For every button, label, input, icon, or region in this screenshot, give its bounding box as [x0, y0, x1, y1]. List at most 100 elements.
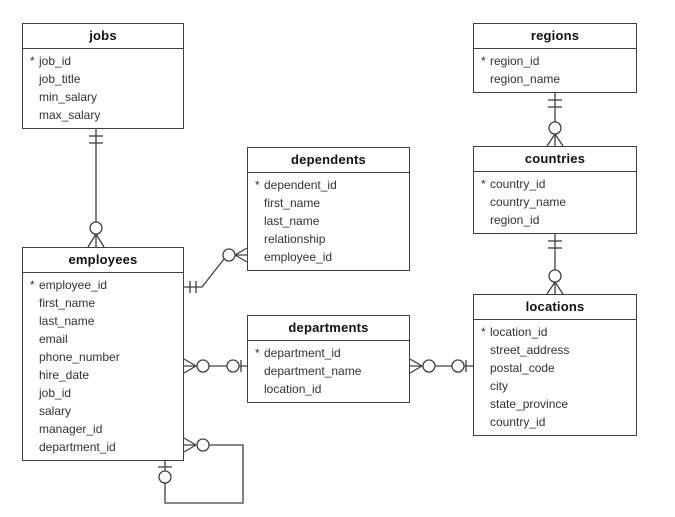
cardinality-zero-circle — [548, 269, 562, 283]
entity-countries[interactable]: countries * country_id country_name regio… — [473, 146, 637, 234]
field-row: last_name — [30, 312, 177, 330]
field-row: country_id — [481, 413, 630, 431]
edge-countries-locations — [546, 234, 564, 295]
edge-employees-departments — [183, 358, 247, 374]
field-name: region_id — [490, 213, 540, 227]
edge-employees-dependents — [184, 247, 248, 293]
field-name: region_name — [490, 72, 561, 86]
entity-jobs-title: jobs — [23, 24, 183, 49]
field-name: state_province — [490, 397, 569, 411]
field-row: job_id — [30, 384, 177, 402]
crow-foot — [87, 233, 105, 248]
crow-foot — [409, 358, 423, 374]
cardinality-zero-circle — [451, 359, 465, 373]
entity-countries-title: countries — [474, 147, 636, 172]
cardinality-zero-circle — [226, 359, 240, 373]
field-name: department_id — [39, 440, 116, 454]
field-row: phone_number — [30, 348, 177, 366]
entity-employees-title: employees — [23, 248, 183, 273]
entity-countries-fields: * country_id country_name region_id — [474, 172, 636, 233]
field-row: street_address — [481, 341, 630, 359]
edge-employees-self-reference — [158, 437, 244, 504]
field-name: country_name — [490, 195, 567, 209]
entity-dependents-fields: *dependent_id first_name last_name relat… — [248, 173, 409, 270]
cardinality-zero-circle — [196, 359, 210, 373]
entity-locations-title: locations — [474, 295, 636, 320]
crow-foot — [546, 281, 564, 295]
entity-locations[interactable]: locations * location_id street_address po… — [473, 294, 637, 436]
field-row: * location_id — [481, 323, 630, 341]
entity-regions[interactable]: regions * region_id region_name — [473, 23, 637, 93]
pk-marker: * — [481, 54, 486, 68]
field-row: first_name — [255, 194, 403, 212]
field-row: manager_id — [30, 420, 177, 438]
cardinality-zero-circle — [422, 359, 436, 373]
edge-departments-locations — [409, 358, 473, 374]
field-name: last_name — [39, 314, 95, 328]
field-name: country_id — [490, 415, 546, 429]
field-name: job_id — [39, 54, 72, 68]
field-row: region_name — [481, 70, 630, 88]
field-name: department_name — [264, 364, 362, 378]
field-name: job_title — [39, 72, 81, 86]
field-name: employee_id — [264, 250, 333, 264]
field-row: state_province — [481, 395, 630, 413]
cardinality-zero-circle — [196, 438, 210, 452]
edge-jobs-employees — [87, 129, 105, 248]
pk-marker: * — [481, 177, 486, 191]
field-row: employee_id — [255, 248, 403, 266]
field-row: hire_date — [30, 366, 177, 384]
entity-dependents[interactable]: dependents *dependent_id first_name last… — [247, 147, 410, 271]
field-row: max_salary — [30, 106, 177, 124]
pk-marker: * — [255, 178, 260, 192]
field-name: last_name — [264, 214, 320, 228]
field-name: phone_number — [39, 350, 120, 364]
entity-jobs[interactable]: jobs * job_id job_title min_salary max_sa… — [22, 23, 184, 129]
pk-marker: * — [30, 54, 35, 68]
field-row: *department_id — [255, 344, 403, 362]
field-name: postal_code — [490, 361, 555, 375]
field-name: job_id — [39, 386, 72, 400]
field-row: email — [30, 330, 177, 348]
crow-foot — [234, 247, 248, 263]
field-row: postal_code — [481, 359, 630, 377]
field-row: department_name — [255, 362, 403, 380]
edge-regions-countries — [546, 93, 564, 147]
entity-dependents-title: dependents — [248, 148, 409, 173]
field-name: first_name — [264, 196, 321, 210]
entity-jobs-fields: * job_id job_title min_salary max_salary — [23, 49, 183, 128]
cardinality-zero-circle — [89, 221, 103, 235]
entity-regions-title: regions — [474, 24, 636, 49]
field-row: city — [481, 377, 630, 395]
cardinality-zero-circle — [158, 470, 172, 484]
field-row: *dependent_id — [255, 176, 403, 194]
field-row: job_title — [30, 70, 177, 88]
entity-employees[interactable]: employees *employee_id first_name last_n… — [22, 247, 184, 461]
field-row: first_name — [30, 294, 177, 312]
field-row: min_salary — [30, 88, 177, 106]
cardinality-zero-circle — [548, 121, 562, 135]
field-row: region_id — [481, 211, 630, 229]
pk-marker: * — [30, 278, 35, 292]
pk-marker: * — [255, 346, 260, 360]
pk-marker: * — [481, 325, 486, 339]
field-name: location_id — [490, 325, 548, 339]
entity-regions-fields: * region_id region_name — [474, 49, 636, 92]
field-name: first_name — [39, 296, 96, 310]
entity-locations-fields: *location_id street_address postal_code … — [474, 320, 636, 435]
field-row: * country_id — [481, 175, 630, 193]
field-row: * job_id — [30, 52, 177, 70]
field-row: relationship — [255, 230, 403, 248]
field-name: email — [39, 332, 68, 346]
field-name: hire_date — [39, 368, 90, 382]
field-row: *employee_id — [30, 276, 177, 294]
entity-departments[interactable]: departments *department_id department_na… — [247, 315, 410, 403]
field-name: relationship — [264, 232, 326, 246]
cardinality-zero-circle — [222, 248, 236, 262]
field-name: country_id — [490, 177, 546, 191]
entity-departments-fields: *department_id department_name location_… — [248, 341, 409, 402]
field-row: * region_id — [481, 52, 630, 70]
field-name: region_id — [490, 54, 540, 68]
